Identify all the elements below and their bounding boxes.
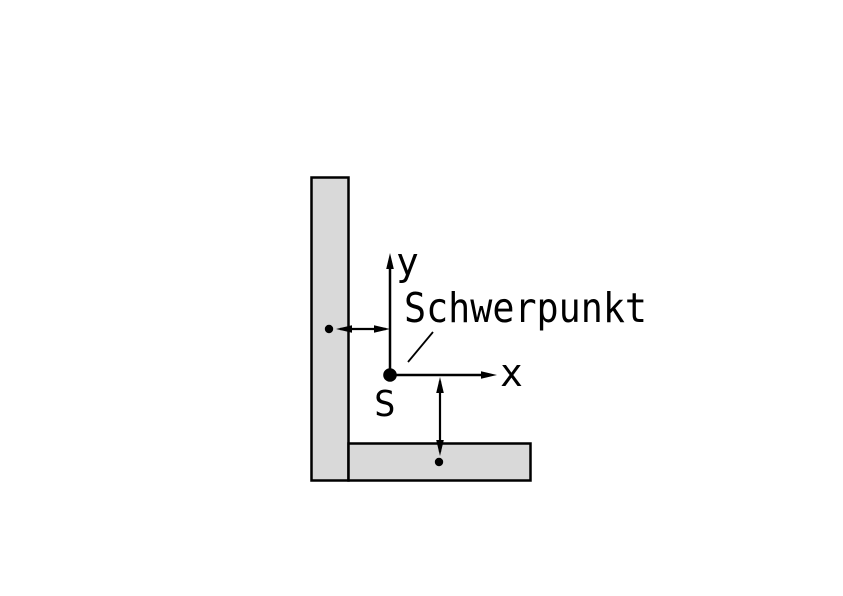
dimension-arrowhead-left-icon xyxy=(336,325,352,333)
centroid-point-dot xyxy=(383,368,397,382)
dimension-arrowhead-down-icon xyxy=(436,440,444,456)
x-axis-label: x xyxy=(500,351,523,395)
schwerpunkt-label: Schwerpunkt xyxy=(404,284,647,332)
centroid-point-label: S xyxy=(374,384,396,425)
vertical-leg-centroid-dot xyxy=(324,324,334,334)
horizontal-leg-centroid-dot xyxy=(434,457,444,467)
y-axis-label: y xyxy=(396,240,419,284)
x-axis-arrowhead-icon xyxy=(481,371,497,379)
schwerpunkt-leader-line xyxy=(407,331,434,363)
y-axis-arrowhead-icon xyxy=(386,253,394,269)
dimension-arrowhead-right-icon xyxy=(374,325,390,333)
dimension-arrowhead-up-icon xyxy=(436,377,444,393)
